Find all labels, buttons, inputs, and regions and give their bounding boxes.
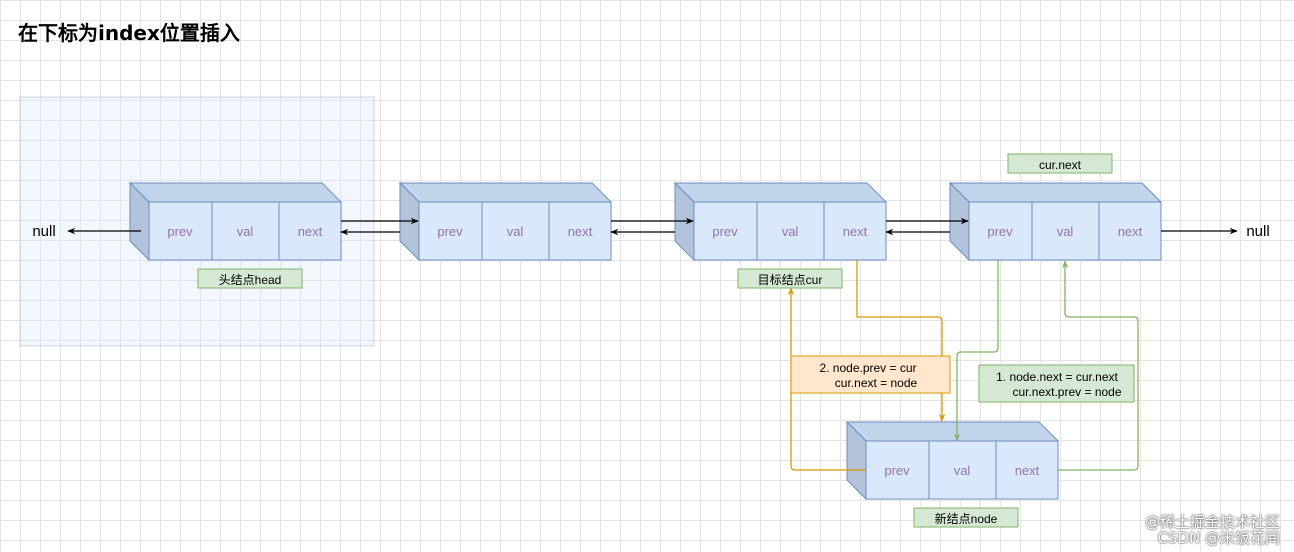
node-n2: prev val next	[398, 181, 613, 262]
watermark-line-1: @稀土掘金技术社区	[1144, 513, 1280, 531]
node-cur-next-cell: next	[843, 224, 868, 239]
cur-next-label-box	[1007, 153, 1113, 174]
step1-line1: 1. node.next = cur.next	[996, 370, 1118, 384]
step2-line2: cur.next = node	[835, 376, 918, 390]
node-node-front-face	[865, 440, 1059, 500]
node-n4-next-cell: next	[1118, 224, 1143, 239]
node-n2-prev-cell: prev	[437, 224, 463, 239]
new-node-label-box	[913, 507, 1019, 528]
node-node-val-cell: val	[954, 463, 971, 478]
node-n2-val-cell: val	[507, 224, 524, 239]
path-cur-next-to-node	[856, 260, 946, 422]
node-cur-front-face	[693, 201, 887, 261]
node-head-val-cell: val	[237, 224, 254, 239]
watermark: @稀土掘金技术社区 CSDN @米饭花间	[1145, 514, 1280, 546]
node-head-prev-cell: prev	[167, 224, 193, 239]
node-n4-front-face	[968, 201, 1162, 261]
path-next-prev-to-node	[953, 260, 999, 442]
node-cur-prev-cell: prev	[712, 224, 738, 239]
node-cur-val-cell: val	[782, 224, 799, 239]
node-n4-prev-cell: prev	[987, 224, 1013, 239]
node-head-front-face	[148, 201, 342, 261]
step2-box	[790, 355, 951, 394]
step2-line1: 2. node.prev = cur	[819, 361, 916, 375]
node-n4-top-face	[948, 182, 1163, 203]
node-head: prev val next	[128, 181, 343, 262]
node-cur: prev val next	[673, 181, 888, 262]
node-n4: prev val next	[948, 181, 1163, 262]
new-node-label: 新结点node	[935, 511, 998, 526]
head-label-box	[197, 268, 303, 289]
node-n2-front-face	[418, 201, 612, 261]
node-head-top-face	[128, 182, 343, 203]
node-cur-top-face	[673, 182, 888, 203]
node-head-next-cell: next	[298, 224, 323, 239]
page-title: 在下标为index位置插入	[18, 21, 240, 45]
cur-label: 目标结点cur	[758, 273, 823, 287]
node-n4-val-cell: val	[1057, 224, 1074, 239]
path-node-prev-to-cur	[787, 287, 866, 471]
path-node-next-to-next	[1058, 260, 1139, 471]
node-node-prev-cell: prev	[884, 463, 910, 478]
step1-line2: cur.next.prev = node	[1012, 385, 1121, 399]
node-n2-next-cell: next	[568, 224, 593, 239]
null-left: null	[32, 223, 55, 240]
step1-box	[978, 364, 1135, 403]
null-right: null	[1246, 223, 1269, 240]
watermark-line-2: CSDN @米饭花间	[1157, 529, 1280, 547]
cur-next-label: cur.next	[1039, 158, 1082, 172]
node-node-next-cell: next	[1015, 463, 1040, 478]
node-n2-top-face	[398, 182, 613, 203]
head-label: 头结点head	[219, 273, 282, 287]
node-node: prev val next	[845, 420, 1060, 501]
node-node-top-face	[845, 421, 1060, 442]
